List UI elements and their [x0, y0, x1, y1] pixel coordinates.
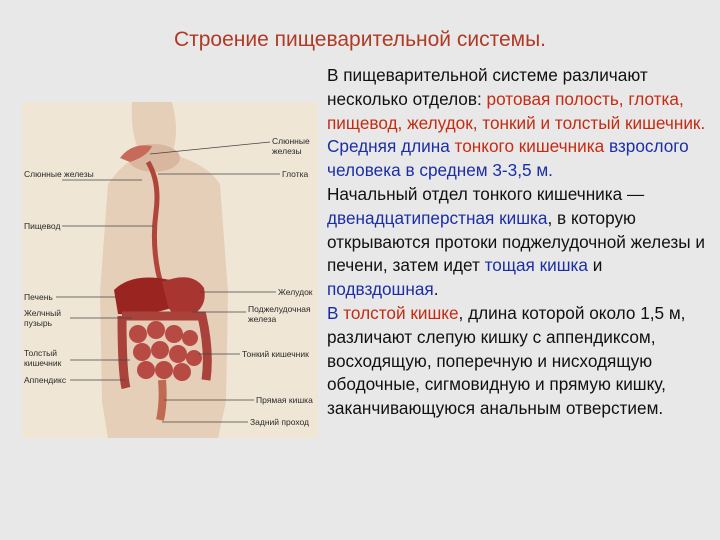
text-period: .: [433, 279, 439, 300]
label-pancreas: Поджелудочная железа: [248, 304, 311, 324]
label-small-intestine: Тонкий кишечник: [242, 349, 309, 359]
label-appendix: Аппендикс: [24, 375, 67, 385]
label-salivary-glands-left: Слюнные железы: [24, 169, 94, 179]
text-in: В: [327, 302, 344, 323]
highlight-large-intestine: толстой кишке: [343, 302, 459, 323]
label-gallbladder: Желчный пузырь: [24, 308, 61, 328]
label-pharynx: Глотка: [282, 169, 309, 179]
text-length-value: взрослого человека в среднем 3-3,5 м.: [327, 136, 689, 181]
digestive-system-illustration: Слюнные железы Пищевод Печень Желчный пу…: [22, 102, 318, 438]
highlight-sections: ротовая полость, глотка, пищевод, желудо…: [327, 88, 706, 133]
highlight-duodenum: двенадцатиперстная кишка: [327, 207, 548, 228]
anatomy-drawing: [22, 102, 318, 438]
description-text: В пищеварительной системе различают неск…: [327, 64, 712, 421]
label-liver: Печень: [24, 292, 53, 302]
paragraph-sections: В пищеварительной системе различают неск…: [327, 64, 712, 135]
label-large-intestine: Толстый кишечник: [24, 348, 62, 368]
text-large-intestine-parts: , длина которой около 1,5 м, различают с…: [327, 302, 686, 419]
text-initial-section: Начальный отдел тонкого кишечника —: [327, 183, 645, 204]
label-esophagus: Пищевод: [24, 221, 61, 231]
highlight-small-intestine: тонкого кишечника: [454, 136, 605, 157]
highlight-jejunum: тощая кишка: [484, 255, 588, 276]
text-and: и: [588, 255, 603, 276]
paragraph-large-intestine: В толстой кишке, длина которой около 1,5…: [327, 302, 712, 421]
paragraph-small-intestine-length: Средняя длина тонкого кишечника взрослог…: [327, 135, 712, 183]
highlight-ileum: подвздошная: [327, 279, 434, 300]
label-anus: Задний проход: [250, 417, 309, 427]
text-average-length: Средняя длина: [327, 136, 455, 157]
label-stomach: Желудок: [278, 287, 313, 297]
text-ducts: , в которую открываются протоки поджелуд…: [327, 207, 705, 276]
page-title: Строение пищеварительной системы.: [173, 28, 547, 51]
label-rectum: Прямая кишка: [256, 395, 313, 405]
paragraph-small-intestine-parts: Начальный отдел тонкого кишечника — двен…: [327, 183, 712, 302]
text-sections-intro: В пищеварительной системе различают неск…: [327, 65, 648, 109]
label-salivary-glands-right: Слюнные железы: [272, 136, 310, 156]
